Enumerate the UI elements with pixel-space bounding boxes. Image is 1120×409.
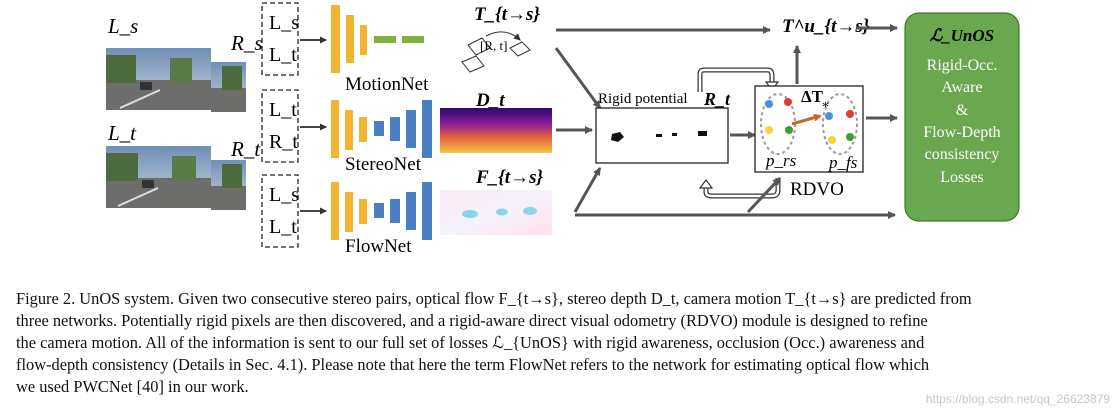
motionnet-block	[331, 5, 424, 73]
rdvo-dot-red-right	[846, 110, 854, 118]
pair-box-flow: L_s L_t	[261, 174, 299, 248]
pose-illustration	[461, 31, 531, 73]
pair-flow-top: L_s	[269, 184, 299, 206]
depth-label: D_t	[475, 90, 505, 111]
label-ls: L_s	[107, 14, 138, 38]
depth-map	[440, 108, 552, 153]
pair-motion-top: L_s	[269, 12, 299, 34]
arrow-flow-to-rigid	[573, 167, 602, 213]
flow-map	[440, 190, 552, 235]
caption-line-1: Figure 2. UnOS system. Given two consecu…	[16, 289, 972, 308]
label-rt: R_t	[230, 137, 261, 161]
motionnet-label: MotionNet	[345, 74, 429, 95]
loss-box: ℒ_UnOS Rigid-Occ. Aware & Flow-Depth con…	[904, 12, 1020, 222]
caption-line-4: flow-depth consistency (Details in Sec. …	[16, 355, 930, 374]
stereonet-block	[331, 100, 432, 158]
pair-stereo-bottom: R_t	[269, 131, 298, 153]
rdvo-box	[754, 85, 864, 173]
pair-box-motion: L_s L_t	[261, 2, 299, 76]
rigid-potential-label: Rigid potential	[598, 91, 688, 107]
rdvo-dot-green-right	[846, 133, 854, 141]
rigid-potential-symbol: R_t	[703, 89, 731, 109]
stereo-pair-t	[106, 146, 246, 210]
delta-t-star: *	[822, 100, 829, 115]
label-rs: R_s	[230, 31, 263, 55]
image-left-s	[106, 48, 211, 110]
caption-line-2: three networks. Potentially rigid pixels…	[16, 311, 928, 330]
rdvo-dot-yellow-right	[828, 136, 836, 144]
caption-line-3: the camera motion. All of the informatio…	[16, 333, 925, 352]
rigid-potential-box	[595, 107, 729, 164]
label-lt: L_t	[107, 121, 137, 145]
rdvo-dot-red-left	[784, 98, 792, 106]
loss-line-6: Losses	[940, 169, 984, 186]
stereo-pair-s	[106, 48, 246, 112]
loss-line-1: Rigid-Occ.	[927, 57, 998, 74]
prs-label: p_rs	[765, 151, 797, 170]
pair-box-stereo: L_t R_t	[261, 89, 299, 163]
loss-line-5: consistency	[925, 146, 1000, 163]
arrow-pose-to-rigid	[554, 47, 602, 109]
loss-line-3: &	[956, 102, 969, 119]
rdvo-dot-blue-right	[825, 112, 833, 120]
flownet-block	[331, 182, 432, 240]
pose-inner-label: [R, t]	[480, 38, 507, 53]
stereonet-label: StereoNet	[345, 154, 422, 175]
pose-label: T_{t→s}	[474, 4, 540, 25]
watermark: https://blog.csdn.net/qq_26623879	[925, 392, 1110, 406]
pair-motion-bottom: L_t	[269, 44, 297, 66]
arrow-flow-to-rdvo	[746, 176, 782, 214]
figure-caption: Figure 2. UnOS system. Given two consecu…	[16, 288, 1108, 398]
rdvo-dot-yellow-left	[765, 126, 773, 134]
pfs-label: p_fs	[828, 153, 858, 172]
loss-line-4: Flow-Depth	[923, 124, 1000, 141]
delta-t-label: ΔT	[801, 87, 824, 106]
delta-t-arrow	[791, 113, 822, 126]
loss-line-2: Aware	[941, 79, 982, 96]
loss-symbol: ℒ_UnOS	[930, 26, 994, 45]
pair-flow-bottom: L_t	[269, 216, 297, 238]
caption-line-5: we used PWCNet [40] in our work.	[16, 377, 249, 396]
system-diagram: L_s R_s L_t R_t	[106, 2, 1020, 257]
image-left-t	[106, 146, 211, 208]
image-right-t	[211, 160, 246, 210]
refined-pose-label: T^u_{t→s}	[782, 16, 870, 37]
image-right-s	[211, 62, 246, 112]
flownet-label: FlowNet	[345, 236, 412, 257]
rdvo-dot-green-left	[785, 126, 793, 134]
rdvo-dot-blue-left	[765, 100, 773, 108]
pair-stereo-top: L_t	[269, 99, 297, 121]
rdvo-label: RDVO	[790, 179, 844, 200]
flow-label: F_{t→s}	[475, 167, 543, 188]
